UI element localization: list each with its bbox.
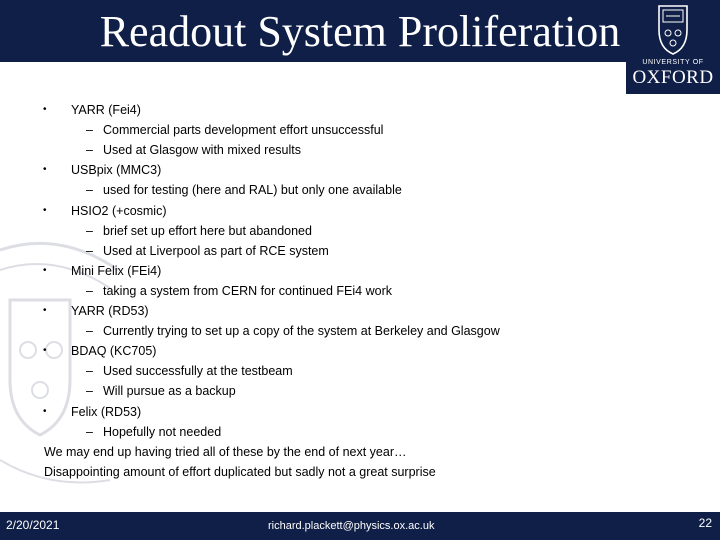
dash-marker: – bbox=[86, 364, 93, 379]
bullet-item: USBpix (MMC3) bbox=[71, 163, 162, 178]
logo-university-text: UNIVERSITY OF bbox=[642, 59, 704, 66]
page-number: 22 bbox=[698, 516, 712, 530]
footer-email: richard.plackett@physics.ox.ac.uk bbox=[268, 520, 435, 532]
dash-marker: – bbox=[86, 123, 93, 138]
bullet-marker: • bbox=[43, 104, 47, 115]
sub-bullet-item: used for testing (here and RAL) but only… bbox=[103, 183, 402, 198]
bullet-item: Felix (RD53) bbox=[71, 404, 142, 419]
closing-line: We may end up having tried all of these … bbox=[44, 444, 407, 459]
dash-marker: – bbox=[86, 143, 93, 158]
sub-bullet-item: Used at Glasgow with mixed results bbox=[103, 143, 301, 158]
oxford-crest-icon bbox=[658, 5, 688, 55]
dash-marker: – bbox=[86, 324, 93, 339]
sub-bullet-item: Hopefully not needed bbox=[103, 424, 222, 439]
sub-bullet-item: Used at Liverpool as part of RCE system bbox=[103, 243, 329, 258]
sub-bullet-item: Will pursue as a backup bbox=[103, 384, 236, 399]
title-bar bbox=[0, 0, 720, 62]
slide-title: Readout System Proliferation bbox=[99, 7, 621, 56]
closing-line: Disappointing amount of effort duplicate… bbox=[44, 464, 436, 479]
bullet-item: YARR (Fei4) bbox=[71, 103, 141, 117]
footer-bar: 2/20/2021 richard.plackett@physics.ox.ac… bbox=[0, 512, 720, 540]
crest-watermark-icon bbox=[0, 241, 119, 484]
bullet-item: HSIO2 (+cosmic) bbox=[71, 203, 167, 218]
slide-body: •YARR (Fei4)–Commercial parts developmen… bbox=[43, 103, 500, 479]
dash-marker: – bbox=[86, 384, 93, 399]
oxford-logo: UNIVERSITY OF OXFORD bbox=[626, 0, 720, 94]
bullet-item: Mini Felix (FEi4) bbox=[71, 263, 162, 278]
sub-bullet-item: brief set up effort here but abandoned bbox=[103, 223, 312, 238]
bullet-marker: • bbox=[43, 204, 47, 216]
dash-marker: – bbox=[86, 223, 93, 238]
dash-marker: – bbox=[86, 424, 93, 439]
sub-bullet-item: Used successfully at the testbeam bbox=[103, 364, 293, 379]
dash-marker: – bbox=[86, 243, 93, 258]
bullet-marker: • bbox=[43, 264, 47, 276]
bullet-marker: • bbox=[43, 405, 47, 417]
logo-oxford-text: OXFORD bbox=[632, 67, 714, 88]
bullet-item: BDAQ (KC705) bbox=[71, 344, 157, 359]
sub-bullet-item: Currently trying to set up a copy of the… bbox=[103, 324, 500, 339]
dash-marker: – bbox=[86, 283, 93, 298]
footer-date: 2/20/2021 bbox=[6, 518, 60, 532]
bullet-marker: • bbox=[43, 164, 47, 176]
sub-bullet-item: taking a system from CERN for continued … bbox=[103, 283, 392, 298]
bullet-marker: • bbox=[43, 345, 47, 357]
sub-bullet-item: Commercial parts development effort unsu… bbox=[103, 123, 384, 138]
dash-marker: – bbox=[86, 183, 93, 198]
bullet-marker: • bbox=[43, 305, 47, 316]
bullet-item: YARR (RD53) bbox=[71, 304, 149, 318]
